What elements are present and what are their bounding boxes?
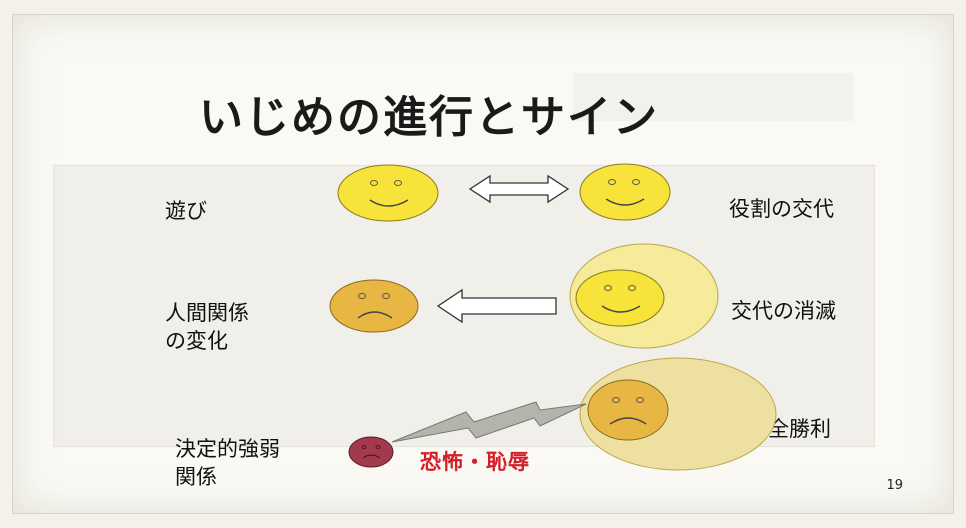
label-decisive-line2: 関係 [175, 465, 217, 489]
double-arrow-icon [468, 174, 570, 204]
happy-face-right [579, 163, 671, 221]
fear-shame-label: 恐怖・恥辱 [420, 450, 530, 474]
label-play: 遊び [165, 197, 207, 225]
label-decisive-power: 決定的強弱 関係 [175, 435, 280, 491]
happy-face-left [337, 164, 439, 222]
lightning-bolt-icon [391, 401, 587, 443]
happy-face-with-halo [569, 243, 719, 349]
label-relationship-line1: 人間関係 [165, 301, 249, 325]
label-swap-disappears-text: 交代の消滅 [731, 299, 836, 323]
label-swap-disappears: 交代の消滅 [731, 297, 836, 325]
show-through-title [573, 73, 853, 121]
left-arrow-icon [436, 288, 557, 324]
page-number: 19 [886, 478, 903, 493]
small-sad-face [348, 436, 394, 468]
label-relationship-line2: の変化 [165, 329, 228, 353]
label-decisive-line1: 決定的強弱 [175, 437, 280, 461]
sad-face-right [587, 379, 669, 441]
label-play-text: 遊び [165, 199, 207, 223]
label-relationship-change: 人間関係 の変化 [165, 299, 249, 355]
slide-title: いじめの進行とサイン [199, 92, 659, 143]
label-role-swap-text: 役割の交代 [729, 197, 834, 221]
sad-face-middle [329, 279, 419, 333]
slide: いじめの進行とサイン 遊び 人間関係 の変化 決定的強弱 関係 役割の交代 交代… [12, 14, 954, 514]
label-role-swap: 役割の交代 [729, 195, 834, 223]
